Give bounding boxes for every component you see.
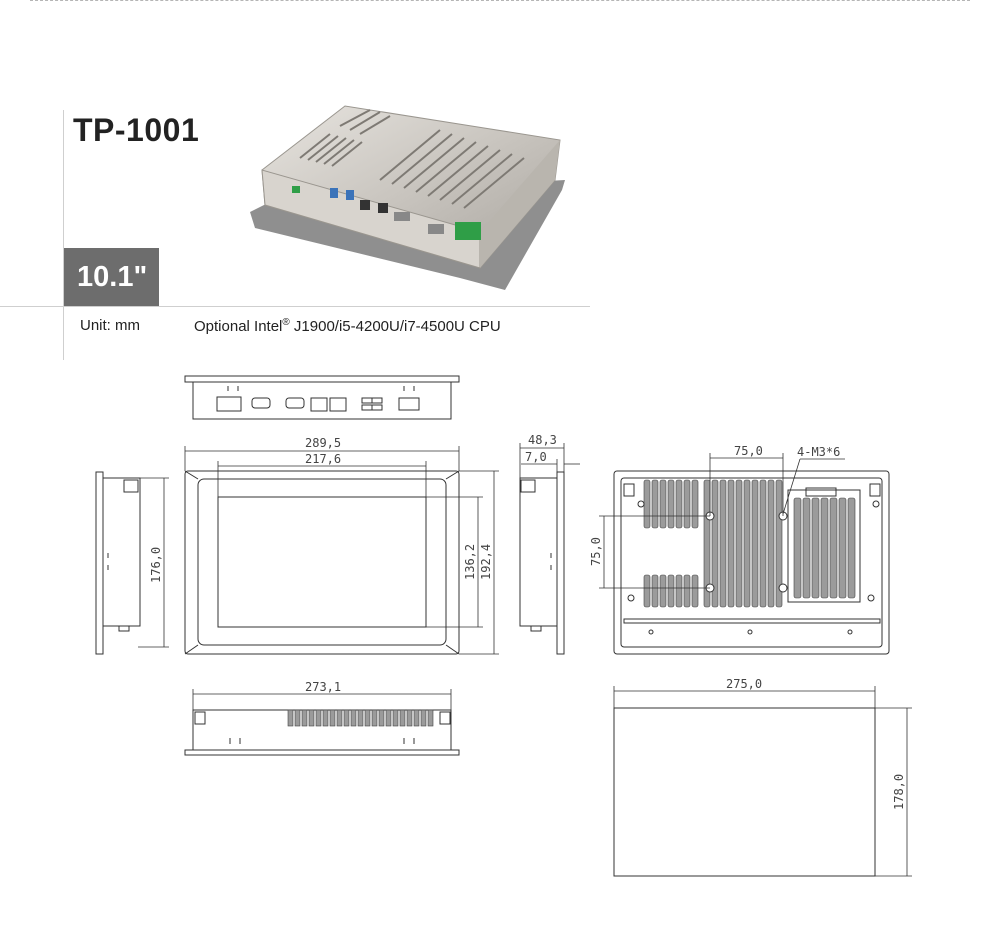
bottom-view-drawing [184, 709, 460, 756]
front-dimension-lines [184, 446, 499, 655]
left-side-dimension-lines [138, 477, 169, 648]
dim-bottom-width: 273,1 [305, 680, 341, 694]
screen-size-badge: 10.1" [64, 248, 159, 306]
panel-cutout-drawing [613, 707, 876, 877]
vertical-divider [63, 110, 64, 360]
dim-cutout-width: 275,0 [726, 677, 762, 691]
screen-size-label: 10.1" [77, 261, 148, 293]
dim-side-height: 176,0 [149, 547, 163, 583]
dim-back-spacing-h: 75,0 [734, 444, 763, 458]
model-title: TP-1001 [73, 112, 200, 148]
dim-back-spacing-v: 75,0 [589, 537, 603, 566]
right-side-view-drawing [519, 471, 565, 655]
dim-front-inner-height: 136,2 [463, 544, 477, 580]
dim-front-inner-width: 217,6 [305, 452, 341, 466]
unit-label: Unit: mm [80, 317, 140, 334]
right-side-dimension-lines [519, 443, 580, 478]
bottom-dimension-lines [192, 689, 452, 710]
dim-back-screws: 4-M3*6 [797, 445, 840, 459]
front-view-drawing [184, 470, 460, 655]
dim-bezel-depth: 7,0 [525, 450, 547, 464]
back-view-drawing [613, 470, 890, 655]
back-dimension-lines [599, 453, 845, 589]
left-side-view-drawing [95, 471, 141, 655]
dim-front-height: 192,4 [479, 544, 493, 580]
dim-front-width: 289,5 [305, 436, 341, 450]
bottom-vent-slots [287, 709, 434, 727]
top-view-drawing [184, 375, 460, 420]
back-heatsink-fins [643, 479, 856, 608]
horizontal-divider [0, 306, 590, 307]
dim-side-depth: 48,3 [528, 433, 557, 447]
dim-cutout-height: 178,0 [892, 774, 906, 810]
cpu-label: Optional Intel® J1900/i5-4200U/i7-4500U … [194, 317, 501, 335]
cutout-dimension-lines [613, 686, 912, 877]
product-photo [250, 105, 565, 290]
top-dashed-divider [30, 0, 970, 1]
